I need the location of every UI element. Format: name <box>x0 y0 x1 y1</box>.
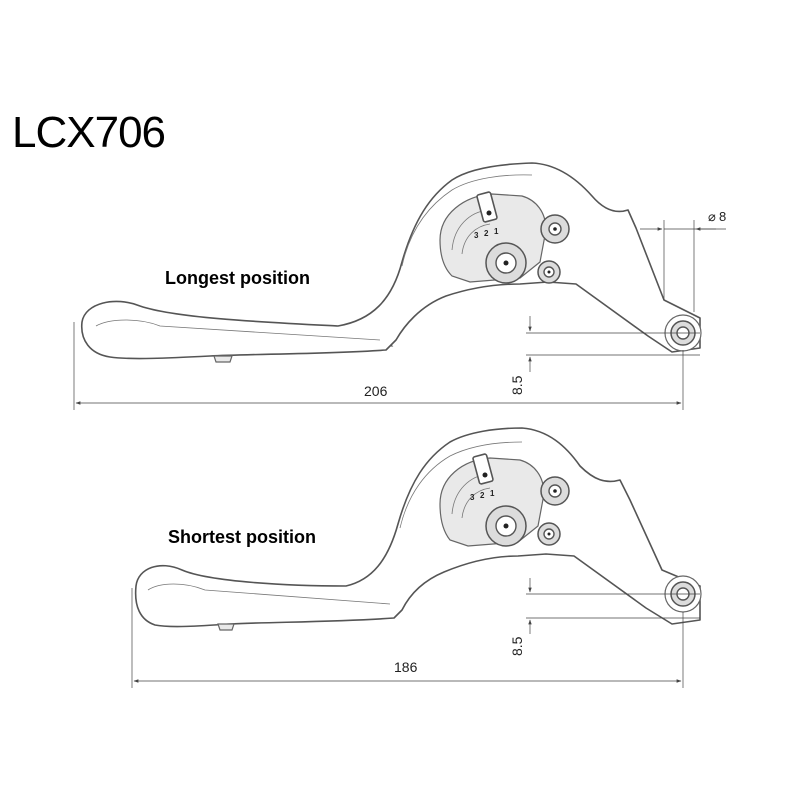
diameter-symbol: ⌀ <box>708 209 716 224</box>
caption-longest: Longest position <box>165 268 310 288</box>
position-3-longest: 3 <box>474 231 479 240</box>
lever-shortest: Shortest position 3 2 1 8.5 <box>131 427 702 688</box>
lever-longest: Longest position 3 2 1 <box>73 162 726 410</box>
caption-shortest: Shortest position <box>168 527 316 547</box>
position-1-shortest: 1 <box>490 489 495 498</box>
position-2-longest: 2 <box>484 229 489 238</box>
lever-blade-longest <box>81 162 701 360</box>
length-longest: 206 <box>364 383 388 399</box>
adjuster-clip-longest <box>476 191 498 223</box>
offset-longest: 8.5 <box>509 375 525 395</box>
position-1-longest: 1 <box>494 227 499 236</box>
position-3-shortest: 3 <box>470 493 475 502</box>
adjuster-clip-shortest <box>472 453 494 485</box>
length-shortest: 186 <box>394 659 418 675</box>
diameter-value: 8 <box>719 209 726 224</box>
model-title: LCX706 <box>12 108 165 157</box>
position-2-shortest: 2 <box>480 491 485 500</box>
offset-shortest: 8.5 <box>509 636 525 656</box>
